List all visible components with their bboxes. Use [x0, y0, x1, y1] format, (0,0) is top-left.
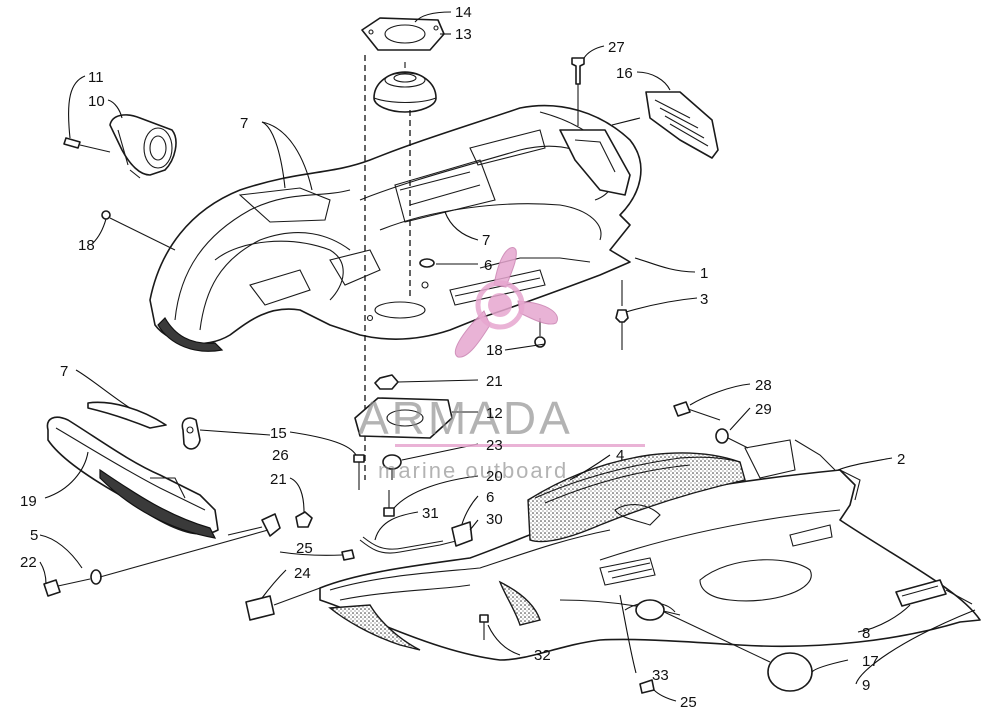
nut-21-left	[295, 511, 313, 528]
callout-18-center: 18	[486, 342, 503, 359]
callout-26: 26	[272, 447, 289, 464]
clip-26	[181, 417, 201, 450]
callout-28: 28	[755, 377, 772, 394]
callout-10: 10	[88, 93, 105, 110]
screw-25-upper	[341, 549, 355, 561]
callout-29: 29	[755, 401, 772, 418]
callout-24: 24	[294, 565, 311, 582]
leader-lines	[39, 11, 976, 702]
callout-18-left: 18	[78, 237, 95, 254]
callout-8: 8	[862, 625, 870, 642]
callout-3: 3	[700, 291, 708, 308]
vent-grille	[645, 91, 719, 159]
mount-bracket-left	[227, 513, 281, 537]
callout-labels: 14 13 27 16 11 10 7 18 7 6 1 3 18 21 12 …	[20, 4, 905, 711]
callout-7-left: 7	[60, 363, 68, 380]
gasket-lower	[354, 397, 453, 439]
washer-29	[715, 428, 749, 449]
nut-6-upper	[419, 258, 435, 268]
grommet	[373, 71, 437, 113]
callout-16: 16	[616, 65, 633, 82]
screw-20	[383, 490, 395, 517]
decal-7-left	[87, 401, 167, 429]
rivet-3	[615, 280, 629, 350]
clip-24	[245, 587, 321, 621]
grommet-lower	[382, 454, 402, 480]
callout-21-left: 21	[270, 471, 287, 488]
callout-17: 17	[862, 653, 879, 670]
callout-25-lower: 25	[680, 694, 697, 711]
bolt-22	[43, 529, 269, 597]
callout-7-center: 7	[482, 232, 490, 249]
callout-14: 14	[455, 4, 472, 21]
oval-plug	[635, 599, 665, 621]
callout-21-center: 21	[486, 373, 503, 390]
callout-5: 5	[30, 527, 38, 544]
screw-11	[63, 137, 111, 153]
callout-15: 15	[270, 425, 287, 442]
screw-27	[571, 57, 585, 126]
callout-6-lower: 6	[486, 489, 494, 506]
callout-22: 22	[20, 554, 37, 571]
callout-25-upper: 25	[296, 540, 313, 557]
screw-18-left	[101, 210, 176, 251]
upper-body-panel	[149, 104, 642, 352]
badge-8	[895, 579, 973, 607]
watermark: ARMADA marine outboard	[358, 247, 645, 483]
bracket-30	[451, 521, 473, 547]
watermark-brand: ARMADA	[358, 392, 573, 444]
cable-31	[359, 536, 461, 554]
callout-30: 30	[486, 511, 503, 528]
headlight-housing	[109, 114, 177, 179]
callout-12: 12	[486, 405, 503, 422]
bolt-28	[673, 401, 721, 421]
callout-23: 23	[486, 437, 503, 454]
rivet-32	[479, 614, 489, 640]
callout-33: 33	[652, 667, 669, 684]
callout-2: 2	[897, 451, 905, 468]
washer-5	[90, 569, 102, 585]
callout-9: 9	[862, 677, 870, 694]
callout-20: 20	[486, 468, 503, 485]
callout-13: 13	[455, 26, 472, 43]
rivet-15	[353, 454, 365, 490]
callout-4: 4	[616, 447, 624, 464]
callout-6-top: 6	[484, 257, 492, 274]
callout-32: 32	[534, 647, 551, 664]
callout-27: 27	[608, 39, 625, 56]
lower-body-panel	[319, 439, 981, 661]
armada-logo-icon	[454, 247, 558, 358]
gasket-plate	[361, 17, 445, 51]
bumper	[46, 416, 219, 539]
callout-11: 11	[88, 69, 104, 86]
nut-21-center	[374, 374, 399, 390]
callout-31: 31	[422, 505, 439, 522]
callout-7-top: 7	[240, 115, 248, 132]
callout-1: 1	[700, 265, 708, 282]
watermark-tagline: marine outboard	[378, 458, 568, 483]
callout-19: 19	[20, 493, 37, 510]
